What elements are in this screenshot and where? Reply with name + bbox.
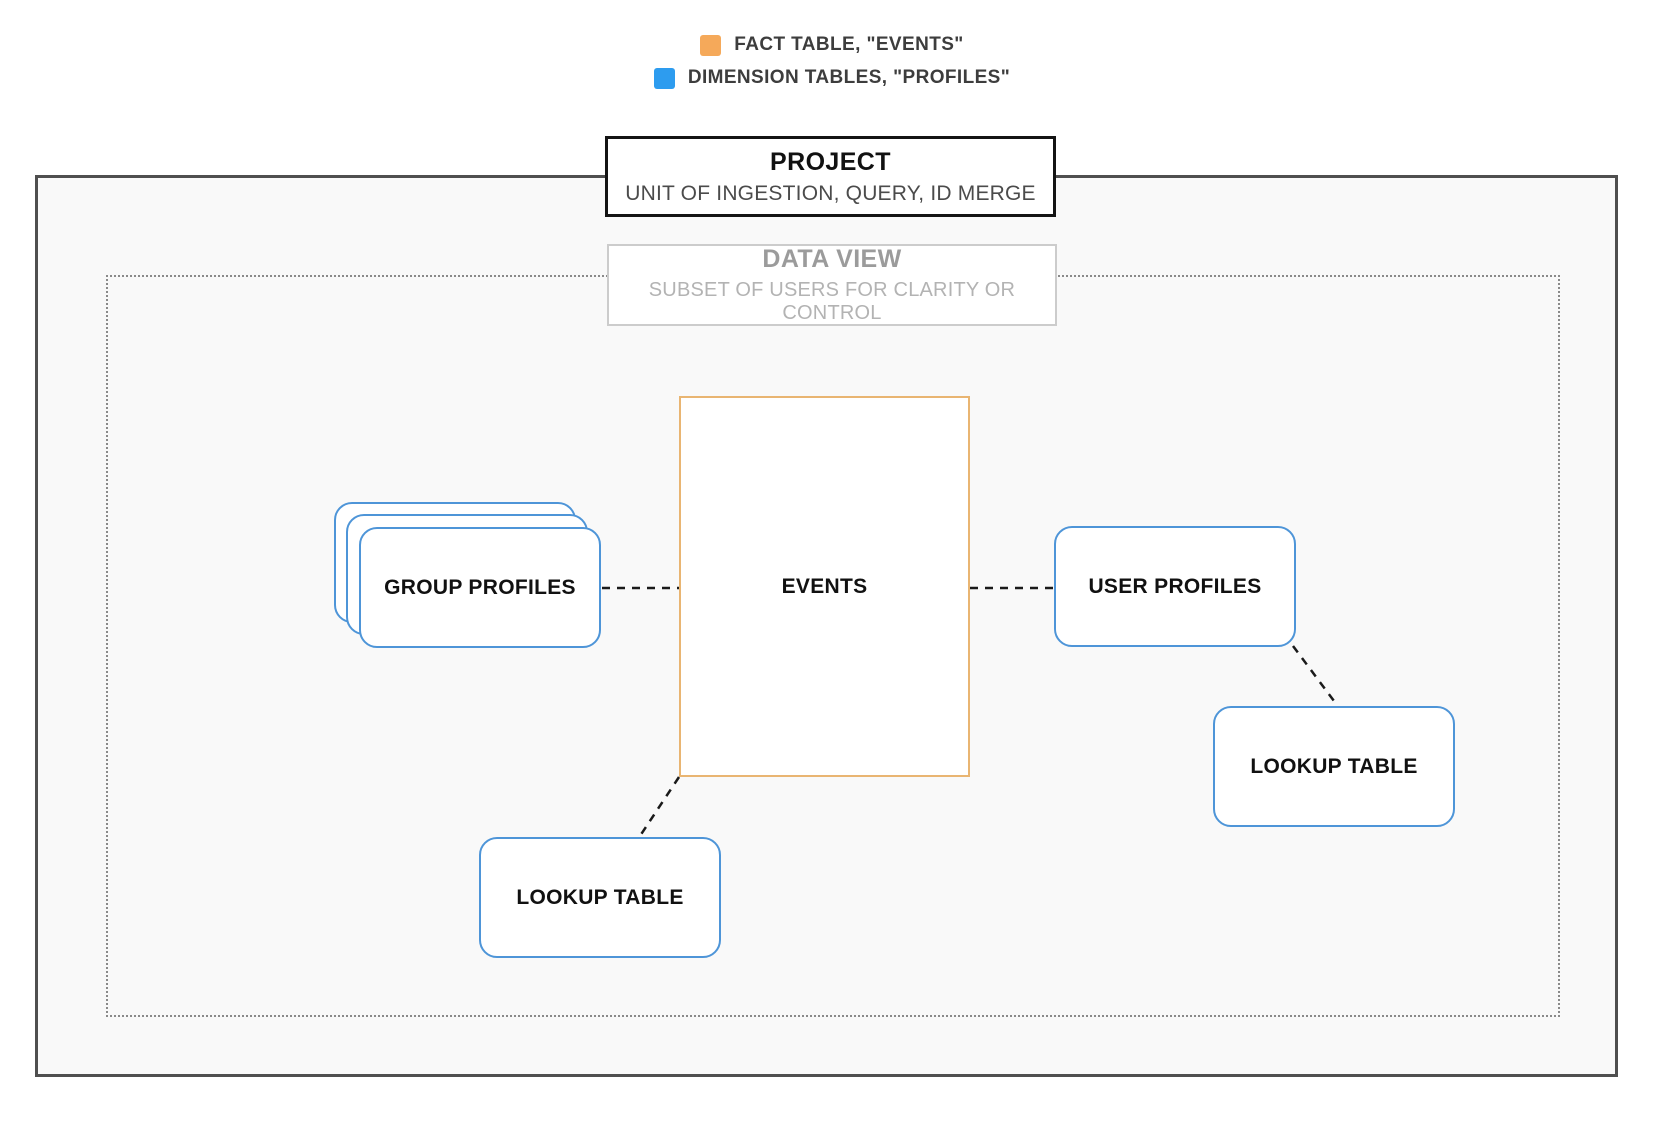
node-lookup-table-right-label: LOOKUP TABLE [1250, 754, 1418, 778]
legend: FACT TABLE, "EVENTS" DIMENSION TABLES, "… [0, 34, 1664, 89]
node-events: EVENTS [679, 396, 970, 777]
fact-table-color-swatch [700, 34, 722, 56]
project-subtitle: UNIT OF INGESTION, QUERY, ID MERGE [625, 181, 1036, 205]
node-events-label: EVENTS [781, 574, 868, 598]
node-group-profiles-label: GROUP PROFILES [384, 575, 576, 599]
legend-label-dimension-tables: DIMENSION TABLES, "PROFILES" [687, 67, 1011, 88]
node-lookup-table-bottom: LOOKUP TABLE [479, 837, 721, 958]
data-view-header: DATA VIEW SUBSET OF USERS FOR CLARITY OR… [607, 244, 1057, 326]
node-group-profiles: GROUP PROFILES [359, 527, 601, 648]
legend-item-dimension-tables: DIMENSION TABLES, "PROFILES" [653, 67, 1011, 89]
legend-item-fact-table: FACT TABLE, "EVENTS" [700, 34, 963, 56]
data-view-title: DATA VIEW [762, 245, 902, 273]
legend-label-fact-table: FACT TABLE, "EVENTS" [734, 34, 964, 55]
node-lookup-table-right: LOOKUP TABLE [1213, 706, 1455, 827]
node-user-profiles-label: USER PROFILES [1088, 574, 1262, 598]
data-view-subtitle: SUBSET OF USERS FOR CLARITY OR CONTROL [648, 279, 1016, 324]
node-user-profiles: USER PROFILES [1054, 526, 1296, 647]
node-lookup-table-bottom-label: LOOKUP TABLE [516, 885, 684, 909]
dimension-tables-color-swatch [653, 67, 675, 89]
project-title: PROJECT [770, 147, 891, 176]
project-header: PROJECT UNIT OF INGESTION, QUERY, ID MER… [605, 136, 1056, 217]
